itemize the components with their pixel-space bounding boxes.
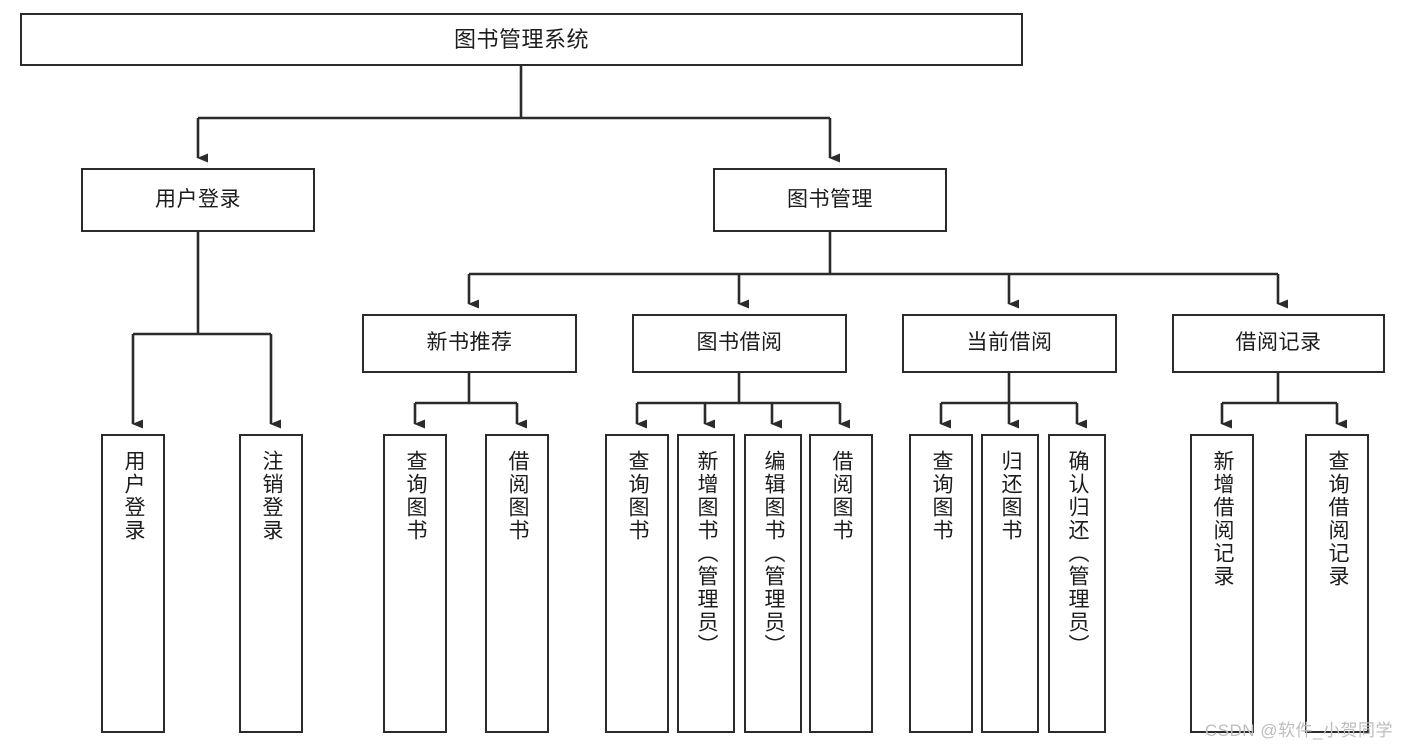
node-new-book-recommend-label: 新书推荐 bbox=[426, 331, 513, 355]
leaf-return-book[interactable]: 归还图书 bbox=[981, 434, 1039, 733]
leaf-logout-label: 注销登录 bbox=[260, 450, 284, 542]
node-book-borrow[interactable]: 图书借阅 bbox=[632, 314, 847, 373]
node-current-borrow-label: 当前借阅 bbox=[966, 331, 1053, 355]
leaf-edit-book-admin-label: 编辑图书（管理员） bbox=[762, 450, 786, 657]
leaf-confirm-return-admin-label: 确认归还（管理员） bbox=[1066, 450, 1090, 657]
node-new-book-recommend[interactable]: 新书推荐 bbox=[362, 314, 577, 373]
leaf-query-borrow-record-label: 查询借阅记录 bbox=[1326, 450, 1350, 588]
leaf-add-book-admin[interactable]: 新增图书（管理员） bbox=[677, 434, 735, 733]
leaf-query-book-3[interactable]: 查询图书 bbox=[909, 434, 973, 733]
node-book-borrow-label: 图书借阅 bbox=[696, 331, 783, 355]
leaf-user-login-label: 用户登录 bbox=[122, 450, 146, 542]
node-root[interactable]: 图书管理系统 bbox=[20, 13, 1023, 66]
node-user-login[interactable]: 用户登录 bbox=[81, 168, 315, 232]
leaf-user-login[interactable]: 用户登录 bbox=[101, 434, 165, 733]
node-borrow-record-label: 借阅记录 bbox=[1235, 331, 1322, 355]
leaf-query-borrow-record[interactable]: 查询借阅记录 bbox=[1305, 434, 1369, 733]
leaf-add-book-admin-label: 新增图书（管理员） bbox=[695, 450, 719, 657]
leaf-logout[interactable]: 注销登录 bbox=[239, 434, 303, 733]
leaf-query-book-2-label: 查询图书 bbox=[626, 450, 650, 542]
leaf-borrow-book-2-label: 借阅图书 bbox=[830, 450, 854, 542]
leaf-query-book-2[interactable]: 查询图书 bbox=[605, 434, 669, 733]
leaf-borrow-book-1-label: 借阅图书 bbox=[506, 450, 530, 542]
node-borrow-record[interactable]: 借阅记录 bbox=[1172, 314, 1385, 373]
node-user-login-label: 用户登录 bbox=[155, 187, 241, 211]
leaf-borrow-book-1[interactable]: 借阅图书 bbox=[485, 434, 549, 733]
node-root-label: 图书管理系统 bbox=[453, 26, 589, 52]
node-book-management[interactable]: 图书管理 bbox=[713, 168, 947, 232]
node-book-management-label: 图书管理 bbox=[787, 187, 873, 211]
leaf-return-book-label: 归还图书 bbox=[999, 450, 1023, 542]
leaf-borrow-book-2[interactable]: 借阅图书 bbox=[809, 434, 873, 733]
leaf-edit-book-admin[interactable]: 编辑图书（管理员） bbox=[744, 434, 802, 733]
leaf-query-book-3-label: 查询图书 bbox=[930, 450, 954, 542]
node-current-borrow[interactable]: 当前借阅 bbox=[902, 314, 1117, 373]
leaf-query-book-1[interactable]: 查询图书 bbox=[383, 434, 447, 733]
leaf-add-borrow-record[interactable]: 新增借阅记录 bbox=[1190, 434, 1254, 733]
csdn-watermark: CSDN @软件_小贺同学 bbox=[1204, 721, 1393, 740]
leaf-query-book-1-label: 查询图书 bbox=[404, 450, 428, 542]
leaf-confirm-return-admin[interactable]: 确认归还（管理员） bbox=[1048, 434, 1106, 733]
leaf-add-borrow-record-label: 新增借阅记录 bbox=[1211, 450, 1235, 588]
